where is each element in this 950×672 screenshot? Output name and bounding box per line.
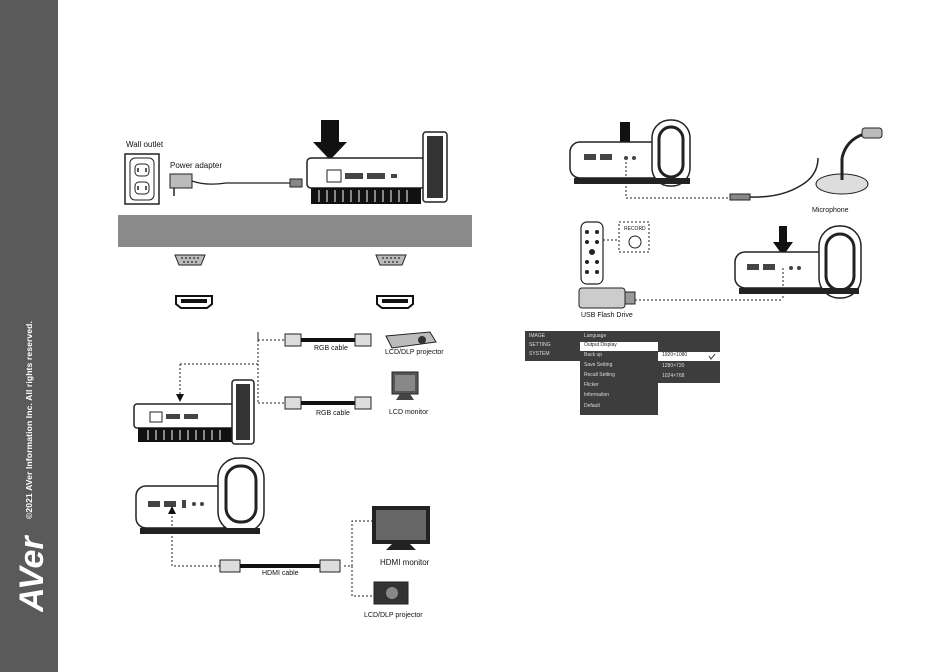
vga-port-icon bbox=[174, 254, 206, 266]
power-adapter-icon bbox=[169, 173, 303, 196]
hdmi-projector-label: LCD/DLP projector bbox=[364, 612, 423, 619]
menu-item-information[interactable]: Information bbox=[584, 392, 610, 398]
menu-resolution-768[interactable]: 1024×768 bbox=[662, 373, 685, 379]
menu-options-column: Language Output Display Back up Save Set… bbox=[580, 331, 658, 415]
lcd-monitor-label: LCD monitor bbox=[389, 409, 429, 416]
camera-rear-icon bbox=[306, 120, 448, 204]
record-label: RECORD bbox=[624, 226, 646, 232]
wall-outlet-icon bbox=[124, 153, 160, 205]
menu-category-column: IMAGE SETTING SYSTEM bbox=[525, 331, 580, 361]
svg-text:AVer: AVer bbox=[13, 535, 50, 612]
wall-outlet-label: Wall outlet bbox=[126, 140, 164, 149]
menu-resolution-720[interactable]: 1280×720 bbox=[662, 363, 685, 369]
rgb-connection-diagram bbox=[133, 331, 437, 445]
usb-flash-drive-label: USB Flash Drive bbox=[581, 312, 633, 319]
microphone-connection-diagram bbox=[569, 119, 883, 201]
aver-logo-icon: AVer bbox=[13, 535, 50, 612]
menu-category-system[interactable]: SYSTEM bbox=[529, 351, 550, 357]
menu-item-output-display[interactable]: Output Display bbox=[580, 342, 658, 351]
menu-item-back-up[interactable]: Back up bbox=[584, 352, 603, 358]
menu-category-setting[interactable]: SETTING bbox=[529, 342, 551, 348]
vga-port-icon-2 bbox=[375, 254, 407, 266]
hdmi-monitor-label: HDMI monitor bbox=[380, 558, 430, 567]
hdmi-port-icon bbox=[175, 295, 213, 309]
menu-resolution-1080[interactable]: 1920×1080 bbox=[658, 352, 720, 361]
usb-connection-diagram bbox=[578, 221, 862, 309]
menu-item-flicker[interactable]: Flicker bbox=[584, 382, 599, 388]
menu-item-language[interactable]: Language bbox=[584, 333, 607, 339]
menu-category-image[interactable]: IMAGE bbox=[529, 333, 546, 339]
menu-item-recall-setting[interactable]: Recall Setting bbox=[584, 372, 615, 378]
rgb-cable-label-bottom: RGB cable bbox=[316, 410, 350, 417]
hdmi-connection-diagram bbox=[135, 457, 430, 605]
copyright-text: ©2021 AVer Information Inc. All rights r… bbox=[24, 320, 34, 520]
hdmi-cable-label: HDMI cable bbox=[262, 570, 299, 577]
sidebar bbox=[0, 0, 58, 672]
check-icon bbox=[708, 353, 716, 360]
microphone-label: Microphone bbox=[812, 207, 849, 214]
menu-resolution-column: 1920×1080 1280×720 1024×768 bbox=[658, 331, 720, 383]
rgb-cable-label-top: RGB cable bbox=[314, 345, 348, 352]
hdmi-port-icon-2 bbox=[376, 295, 414, 309]
menu-item-save-setting[interactable]: Save Setting bbox=[584, 362, 613, 368]
menu-item-default[interactable]: Default bbox=[584, 403, 600, 409]
power-adapter-label: Power adapter bbox=[170, 161, 223, 170]
projector-label-top: LCD/DLP projector bbox=[385, 349, 444, 356]
table-header-band bbox=[118, 215, 472, 247]
